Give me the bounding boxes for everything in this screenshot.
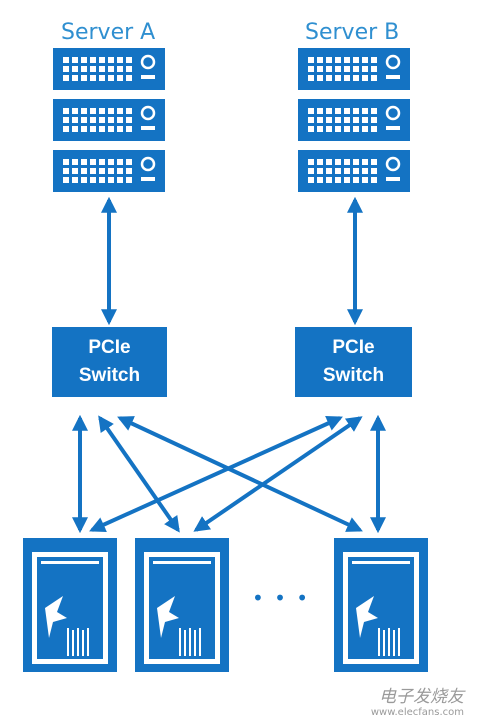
- server-a-title: Server A: [61, 20, 156, 45]
- pcie-switch-a: PCIe Switch: [52, 327, 167, 397]
- ellipsis: • • •: [252, 586, 311, 610]
- server-b-rack-icon: [296, 46, 412, 194]
- pcie-switch-b: PCIe Switch: [295, 327, 412, 397]
- ssd-card-3: [334, 538, 428, 672]
- switch-b-line2: Switch: [322, 365, 385, 386]
- switch-b-line1: PCIe: [332, 337, 375, 358]
- switch-a-line1: PCIe: [88, 337, 131, 358]
- switch-b-ssd1-link: [89, 415, 343, 533]
- ssd-card-1: [23, 538, 117, 672]
- server-b-title: Server B: [305, 20, 400, 45]
- server-a-rack-icon: [51, 46, 167, 194]
- switch-b-ssd2-link: [193, 416, 363, 532]
- switch-a-line2: Switch: [78, 365, 141, 386]
- watermark: 电子发烧友 www.elecfans.com: [371, 682, 464, 718]
- switch-a-ssd3-link: [117, 416, 363, 532]
- switch-a-ssd2-link: [98, 415, 180, 533]
- ssd-card-2: [135, 538, 229, 672]
- connector-arrows: [72, 196, 386, 534]
- watermark-url: www.elecfans.com: [370, 707, 464, 718]
- watermark-text: 电子发烧友: [379, 687, 464, 707]
